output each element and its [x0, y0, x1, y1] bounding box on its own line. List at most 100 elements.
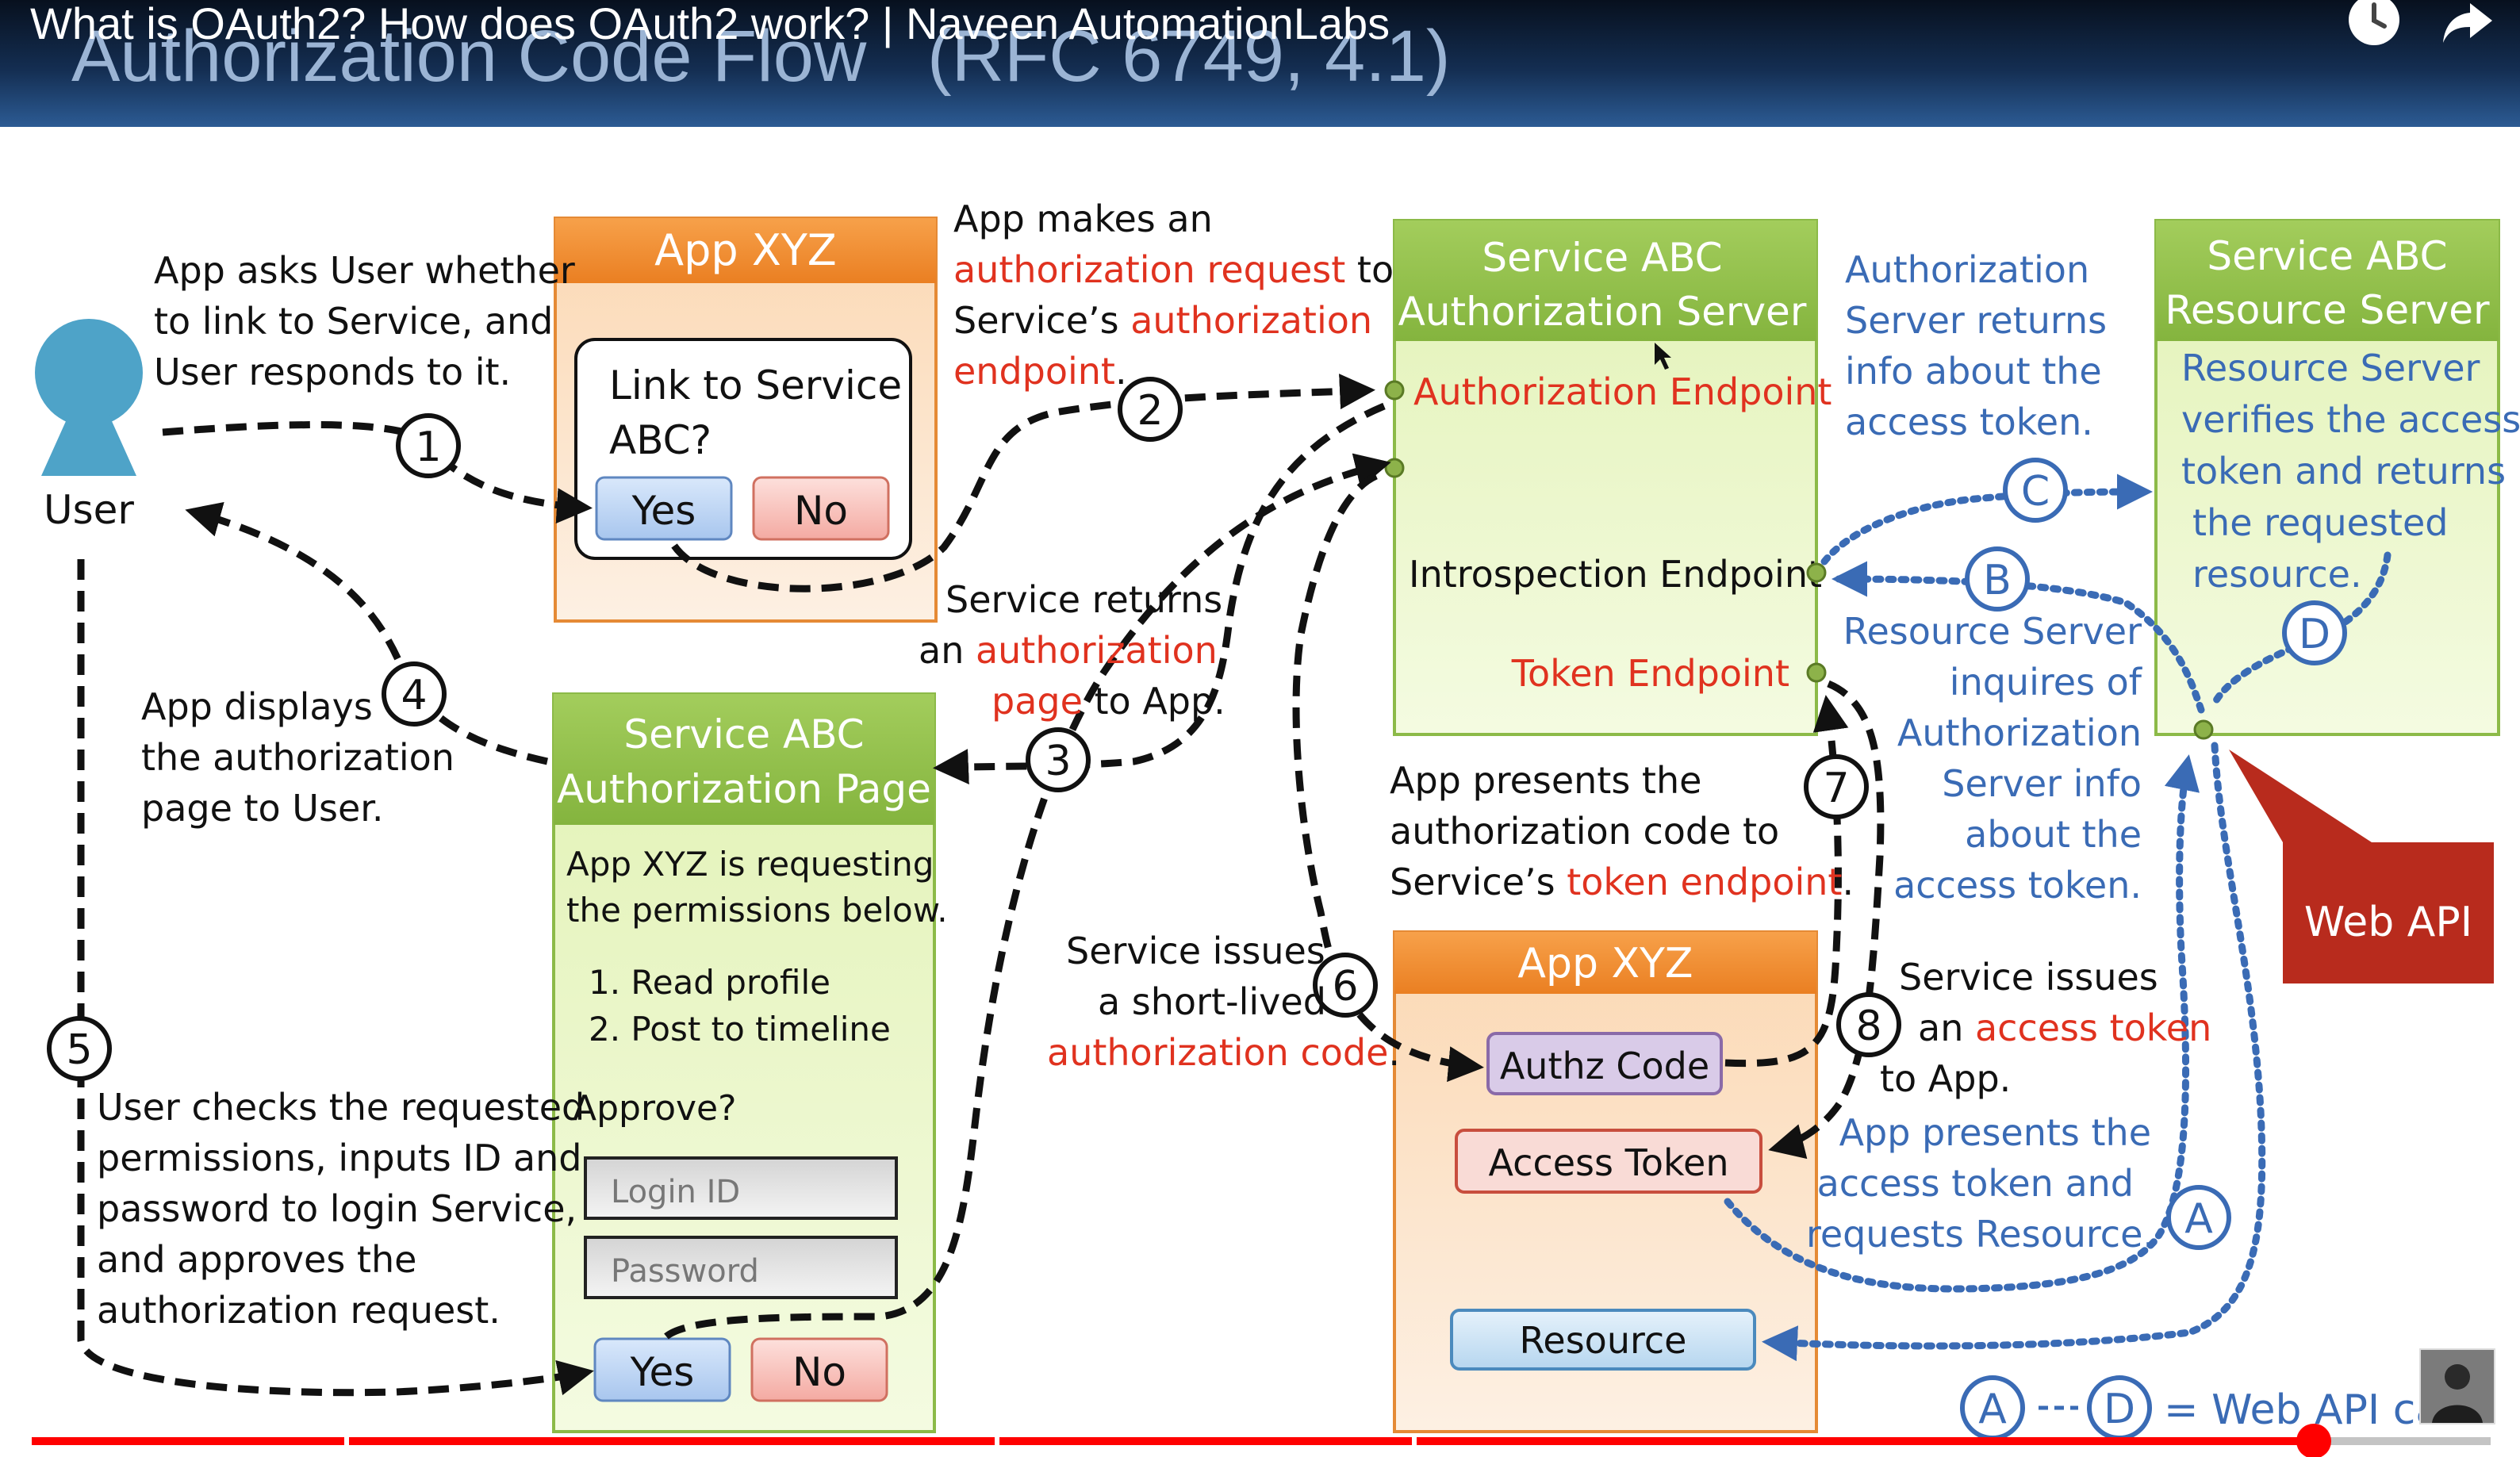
notec-line3: info about the: [1845, 350, 2102, 393]
noteb-line5: about the: [1965, 813, 2142, 856]
arrow-step-c: [1820, 474, 2153, 566]
annotations: App asks User whether to link to Service…: [97, 197, 2211, 1332]
step-4-marker: 4: [382, 661, 447, 727]
resource-desc-line3: token and returns: [2181, 450, 2506, 493]
step-5-marker: 5: [47, 1016, 112, 1081]
note2-line3: Service’s authorization: [953, 299, 1372, 342]
approve-yes-label: Yes: [630, 1349, 695, 1395]
resource-server-title-line1: Service ABC: [2207, 233, 2447, 279]
resource-port: [2193, 719, 2214, 740]
auth-endpoint-port: [1384, 380, 1405, 401]
note6-line3: authorization code.: [1047, 1031, 1400, 1074]
video-title: What is OAuth2? How does OAuth2 work? | …: [30, 0, 1390, 48]
step-8-marker: 8: [1836, 992, 1901, 1057]
user-label: User: [44, 487, 134, 533]
note7-line1: App presents the: [1390, 759, 1701, 802]
arrow-auth-approve: [664, 453, 1391, 1340]
note8-line3: to App.: [1880, 1057, 2011, 1100]
step-a-marker: A: [2166, 1185, 2231, 1250]
step-7-marker: 7: [1804, 754, 1869, 819]
note5-line2: permissions, inputs ID and: [97, 1137, 581, 1179]
introspection-endpoint: Introspection Endpoint: [1409, 553, 1822, 596]
slide-heading: Authorization Code Flow (RFC 6749, 4.1): [71, 16, 1451, 97]
progress-fill: [32, 1437, 2314, 1445]
notec-line2: Server returns: [1845, 299, 2107, 342]
step-6-label: 6: [1332, 963, 1358, 1010]
approve-yes-button[interactable]: Yes: [593, 1337, 731, 1402]
step-d-marker: D: [2282, 600, 2347, 665]
note8-line1: Service issues: [1899, 956, 2158, 999]
note4-line2: the authorization: [141, 736, 455, 779]
app-xyz-client-title: App XYZ: [1517, 940, 1693, 987]
legend-d-label: D: [2104, 1386, 2135, 1433]
resource-server-title-line2: Resource Server: [2165, 287, 2490, 333]
arrow-step1: [162, 421, 593, 524]
step-1-marker: 1: [396, 413, 461, 478]
noteb-line6: access token.: [1893, 864, 2142, 907]
resource-desc-line5: resource.: [2192, 553, 2362, 596]
step-5-label: 5: [66, 1026, 92, 1074]
approve-no-button[interactable]: No: [750, 1337, 888, 1402]
note2-line4: endpoint.: [953, 350, 1127, 393]
step-c-marker: C: [2003, 458, 2068, 523]
step-8-label: 8: [1855, 1003, 1881, 1050]
step-1-label: 1: [415, 424, 441, 471]
legend-text: = Web API ca: [2164, 1386, 2441, 1434]
video-progress-bar[interactable]: [32, 1424, 2491, 1457]
access-token-label: Access Token: [1489, 1141, 1729, 1184]
note1-line2: to link to Service, and: [154, 300, 553, 343]
link-no-label: No: [794, 488, 848, 534]
note5-line4: and approves the: [97, 1238, 416, 1281]
auth-page-text-line1: App XYZ is requesting: [566, 845, 934, 884]
note5-line5: authorization request.: [97, 1289, 501, 1332]
mouse-cursor-icon: [1655, 343, 1671, 370]
arrow-resource-return: [1762, 742, 2266, 1362]
step-4-label: 4: [401, 672, 427, 719]
web-api-label: Web API: [2304, 899, 2472, 946]
note4-line3: page to User.: [141, 787, 384, 830]
note3-line3: page to App.: [992, 680, 1225, 723]
resource-label: Resource: [1520, 1319, 1687, 1362]
link-prompt-line2: ABC?: [609, 417, 712, 463]
share-arrow-icon[interactable]: [2440, 0, 2495, 48]
blue-annotations: Authorization Server returns info about …: [1806, 248, 2154, 1256]
step-7-label: 7: [1823, 765, 1849, 812]
approve-label: Approve?: [573, 1088, 736, 1129]
authorization-server-box: [1393, 219, 1818, 736]
step-2-label: 2: [1137, 387, 1163, 435]
note7-line3: Service’s token endpoint.: [1390, 861, 1854, 903]
presenter-thumbnail-avatar: [2419, 1348, 2495, 1424]
arrow-step-a: [1724, 754, 2200, 1293]
authz-code-chip: Authz Code: [1486, 1032, 1723, 1095]
resource-desc-line1: Resource Server: [2181, 347, 2480, 389]
progress-scrubber-handle[interactable]: [2296, 1424, 2331, 1457]
auth-page-title-line1: Service ABC: [623, 711, 864, 757]
arrow-step5: [77, 559, 594, 1397]
password-input[interactable]: Password: [584, 1236, 898, 1299]
arrow-step4: [185, 501, 548, 765]
introspection-port: [1806, 562, 1827, 583]
token-port: [1806, 662, 1827, 683]
notec-line1: Authorization: [1845, 248, 2089, 291]
approve-no-label: No: [792, 1349, 846, 1395]
noteb-line1: Resource Server: [1843, 610, 2142, 653]
clock-icon[interactable]: [2346, 0, 2402, 48]
login-id-input[interactable]: Login ID: [584, 1156, 898, 1220]
auth-page-text-line2: the permissions below.: [566, 891, 948, 930]
link-no-button[interactable]: No: [752, 476, 890, 541]
user-figure: [35, 319, 143, 476]
auth-server-title-line2: Authorization Server: [1398, 289, 1807, 335]
auth-endpoint-port-2: [1384, 458, 1405, 478]
note1-line1: App asks User whether: [154, 249, 575, 292]
note3-line1: Service returns: [945, 578, 1222, 621]
link-yes-button[interactable]: Yes: [595, 476, 733, 541]
noteb-line4: Server info: [1942, 762, 2142, 805]
link-prompt-line1: Link to Service: [609, 362, 902, 408]
permission-read-profile: 1. Read profile: [589, 963, 830, 1002]
step-6-marker: 6: [1313, 953, 1378, 1018]
note7-line2: authorization code to: [1390, 810, 1779, 853]
note6-line1: Service issues: [1066, 930, 1325, 972]
note2-line1: App makes an: [953, 197, 1213, 240]
